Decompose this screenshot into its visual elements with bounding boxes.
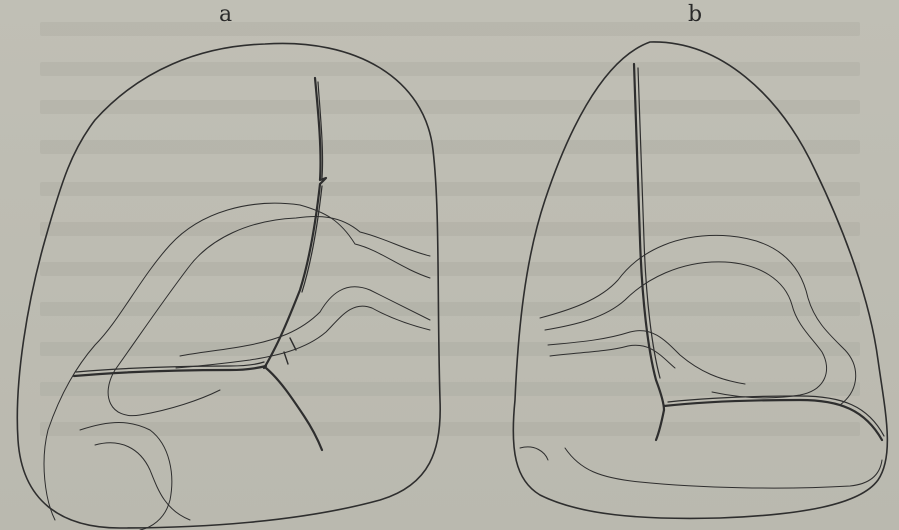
panel-b-ridge-base — [565, 448, 882, 488]
panel-b-drawing — [513, 42, 887, 518]
panel-a-ridge-inner — [108, 216, 430, 415]
panel-b-ridge-inner — [545, 262, 827, 398]
panel-a-drawing — [17, 43, 440, 530]
panel-b-ridge-rim — [520, 447, 548, 460]
panel-b-groove-vertical — [634, 64, 664, 410]
panel-b-ridge-mid — [548, 331, 745, 384]
panel-a-groove-horizontal — [74, 366, 266, 376]
panel-b-groove-short — [656, 410, 664, 440]
panel-a-ridge-low2 — [95, 443, 190, 520]
panel-a-ridge-mid2 — [176, 306, 430, 368]
panel-a-outline — [17, 43, 440, 528]
panel-b-outline — [513, 42, 887, 518]
panel-b-groove-horizontal — [664, 400, 882, 440]
panel-a-groove-diagonal — [266, 368, 322, 450]
panel-a-ridge-low — [80, 423, 172, 530]
